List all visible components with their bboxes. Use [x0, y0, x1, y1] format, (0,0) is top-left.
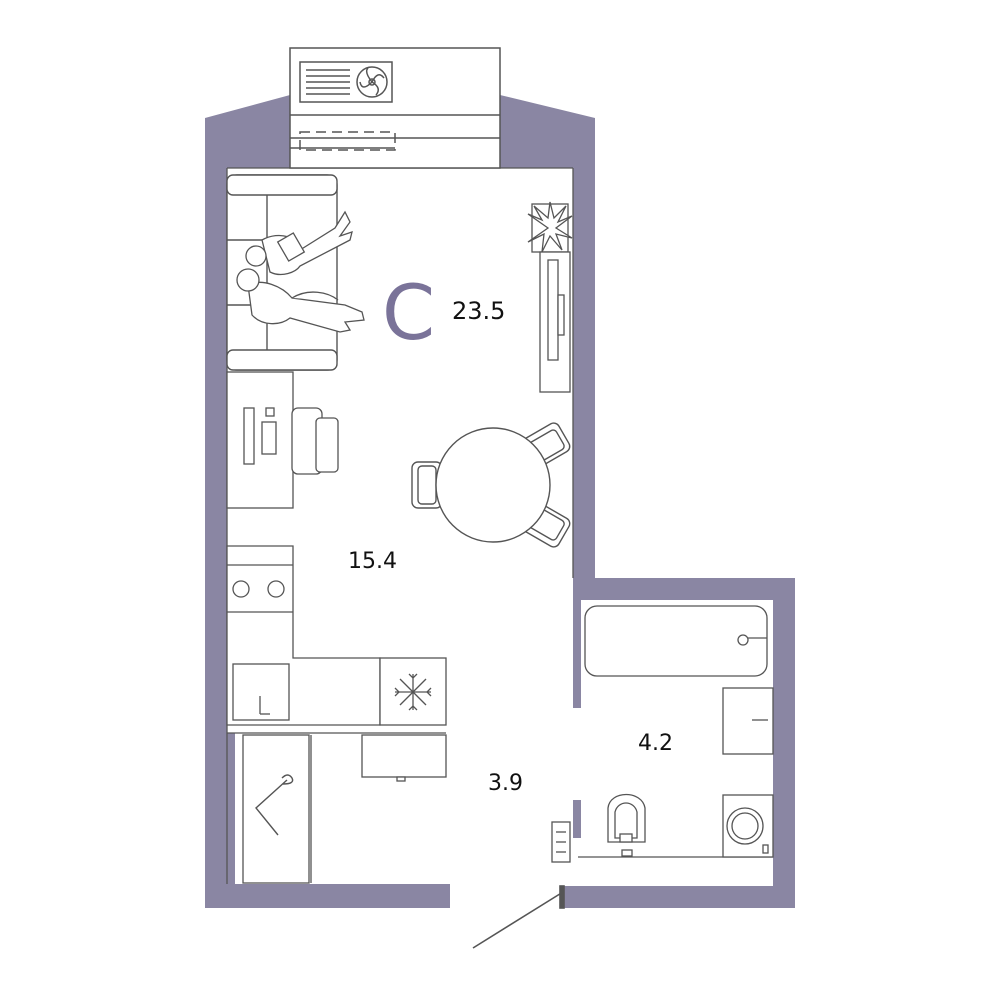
wall-bottom-left — [205, 884, 450, 908]
dining-table-icon — [411, 422, 571, 548]
wardrobe — [227, 732, 447, 884]
wall-wardrobe — [227, 733, 235, 884]
room-area-bathroom: 4.2 — [638, 731, 673, 756]
hanger-icon — [255, 774, 294, 836]
room-area-hallway: 3.9 — [488, 771, 523, 796]
door-icon — [472, 885, 565, 949]
chair-icon — [291, 407, 339, 475]
radiator-icon — [551, 821, 571, 863]
fridge-snowflake-icon — [379, 657, 447, 726]
wall-right-upper — [573, 118, 595, 580]
desk-icon — [226, 371, 294, 509]
stove-icon — [232, 580, 285, 598]
wall-partition-upper — [573, 600, 581, 708]
people-icon — [236, 210, 365, 333]
total-area-label: 23.5 — [452, 297, 506, 325]
tv-icon — [539, 251, 571, 393]
sink-icon — [232, 663, 290, 721]
walls — [205, 95, 795, 908]
wall-partition-lower — [573, 800, 581, 838]
wall-bath-right — [773, 578, 795, 908]
room-area-living: 15.4 — [348, 549, 397, 574]
air-conditioner-icon — [289, 47, 501, 169]
plant-icon — [527, 201, 573, 253]
bathroom-sink — [722, 687, 774, 755]
bathtub-icon — [584, 605, 768, 677]
washing-machine-icon — [722, 794, 774, 858]
toilet-icon — [578, 794, 773, 858]
wall-left — [205, 118, 227, 908]
wall-bath-top — [573, 578, 795, 600]
wall-top-left — [205, 95, 290, 168]
wall-top-right — [500, 95, 595, 168]
apartment-type-label: С — [382, 268, 436, 357]
wall-bath-bottom — [563, 886, 795, 908]
